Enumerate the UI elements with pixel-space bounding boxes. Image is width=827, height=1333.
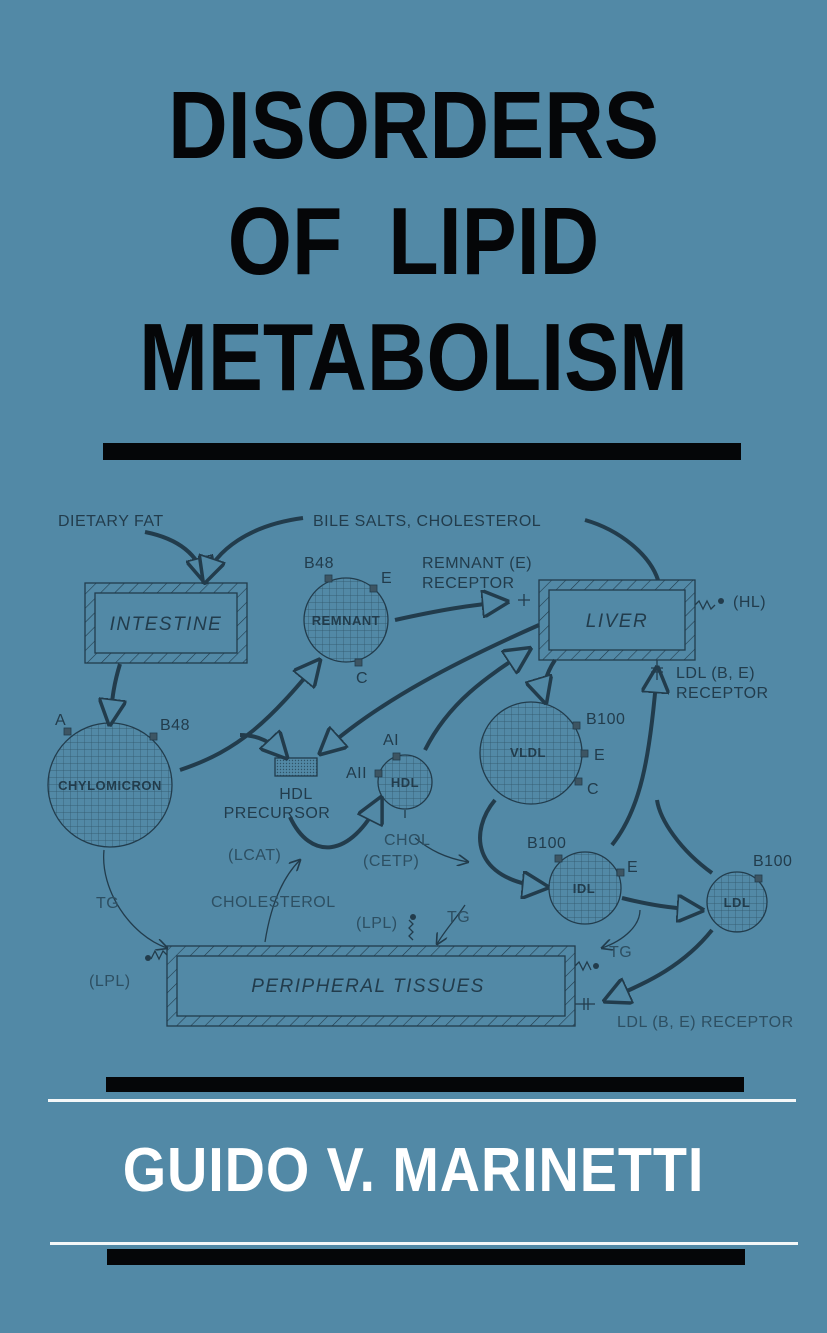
title-line-1: DISORDERS [168,72,659,179]
label-cholesterol: CHOLESTEROL [211,894,336,911]
intestine-label: INTESTINE [110,614,223,635]
title-underline-bar [103,443,741,460]
label-lpl-left: (LPL) [89,973,131,990]
apo-vldl-b100: B100 [586,711,625,728]
label-ldl-receptor-bottom: LDL (B, E) RECEPTOR [617,1014,794,1031]
intestine-box [84,582,248,664]
label-remnant-receptor-1: REMNANT (E) [422,555,532,572]
lower-bar-bottom [107,1249,745,1265]
title-line-3: METABOLISM [139,304,688,411]
thin-connectors [103,594,716,1010]
chylomicron-label: CHYLOMICRON [58,778,162,793]
white-rule-top [48,1099,796,1102]
label-bile-salts: BILE SALTS, CHOLESTEROL [313,513,541,530]
author-name: GUIDO V. MARINETTI [122,1136,705,1205]
liver-label: LIVER [586,611,648,632]
remnant-particle [303,577,389,663]
vldl-label: VLDL [510,745,546,760]
apo-vldl-c: C [587,781,599,798]
apo-chylo-b48: B48 [160,717,190,734]
liver-box [538,579,696,661]
label-chol: CHOL [384,832,430,849]
label-tg-left: TG [96,895,119,912]
label-remnant-receptor-2: RECEPTOR [422,575,515,592]
label-hl: (HL) [733,594,766,611]
apo-chylo-a: A [55,712,66,729]
apo-vldl-e: E [594,747,605,764]
peripheral-tissues-box [166,945,576,1027]
apo-idl-e: E [627,859,638,876]
label-tg-right: TG [609,944,632,961]
apo-remnant-e: E [381,570,392,587]
apo-remnant-b48: B48 [304,555,334,572]
label-lpl-mid: (LPL) [356,915,398,932]
ldl-particle [706,871,768,933]
label-dietary-fat: DIETARY FAT [58,513,164,530]
hdl-precursor-block [274,757,318,777]
lower-bar-top [106,1077,744,1092]
remnant-label: REMNANT [312,613,381,628]
label-lcat: (LCAT) [228,847,281,864]
ldl-label: LDL [724,895,751,910]
apo-ldl-b100: B100 [753,853,792,870]
hdl-particle [377,754,433,810]
flow-arrows [110,516,714,1000]
apo-hdl-aii: AII [346,765,367,782]
title-line-2: OF LIPID [227,188,600,295]
label-ldl-receptor-top-2: RECEPTOR [676,685,769,702]
apo-hdl-ai: AI [383,732,399,749]
apo-remnant-c: C [356,670,368,687]
peripheral-tissues-label: PERIPHERAL TISSUES [251,976,485,997]
apo-idl-b100: B100 [527,835,566,852]
hdl-precursor-label-1: HDL [279,786,313,803]
idl-label: IDL [573,881,595,896]
hdl-precursor-label-2: PRECURSOR [224,805,331,822]
hdl-label: HDL [391,775,419,790]
label-cetp: (CETP) [363,853,419,870]
white-rule-bottom [50,1242,798,1245]
label-ldl-receptor-top-1: LDL (B, E) [676,665,755,682]
label-tg-mid: TG [447,909,470,926]
